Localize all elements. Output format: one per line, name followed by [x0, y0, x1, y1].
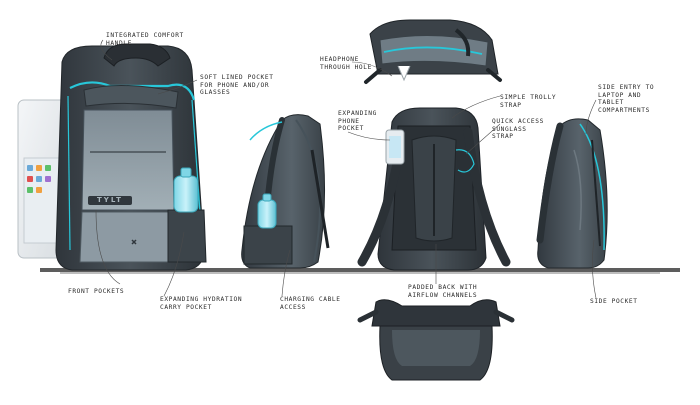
side-water-bottle: [257, 199, 277, 229]
tablet-app-icons: [27, 165, 51, 193]
top-view-backpack: [364, 19, 502, 84]
label-front-pockets: FRONT POCKETS: [68, 288, 125, 295]
water-bottle: [173, 175, 199, 213]
back-view-backpack: [357, 107, 511, 271]
bottom-view-backpack: [357, 299, 515, 381]
ground-shadow: [40, 268, 680, 272]
brand-mark-text: TYLT: [97, 196, 123, 204]
front-view-backpack: [17, 43, 207, 271]
side-view-hydration: [241, 114, 330, 269]
side-view-laptop: [536, 118, 608, 269]
brand-patch: [88, 196, 132, 205]
tablet-screen: [23, 157, 63, 244]
label-side-pocket: SIDE POCKET: [590, 298, 638, 305]
ground-reflection: [60, 272, 660, 274]
leader-lines: [95, 39, 597, 299]
